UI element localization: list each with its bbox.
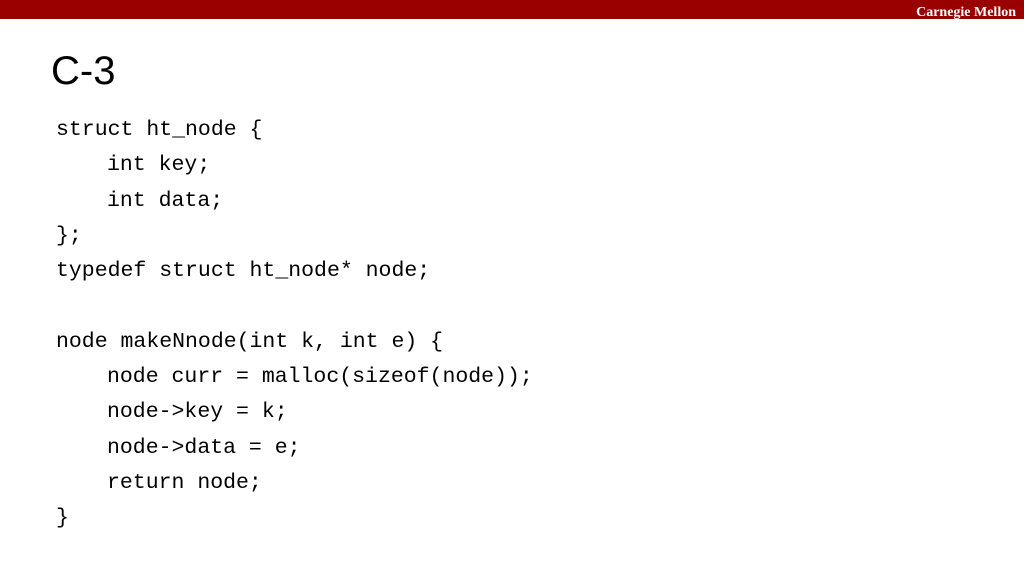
code-line: int key; bbox=[107, 153, 211, 178]
code-line: } bbox=[56, 506, 69, 531]
code-line: struct ht_node { bbox=[56, 118, 263, 142]
code-line: return node; bbox=[107, 470, 262, 495]
code-line: node makeNnode(int k, int e) { bbox=[56, 329, 444, 354]
code-line: int data; bbox=[107, 188, 224, 213]
code-line: node curr = malloc(sizeof(node)); bbox=[107, 365, 533, 390]
code-line: node->key = k; bbox=[107, 400, 288, 425]
code-line-blank bbox=[56, 289, 533, 324]
code-line: }; bbox=[56, 223, 82, 248]
code-block: struct ht_node { int key; int data; }; t… bbox=[56, 113, 533, 537]
slide-title: C-3 bbox=[51, 49, 116, 93]
code-line: node->data = e; bbox=[107, 435, 301, 460]
brand-label: Carnegie Mellon bbox=[916, 5, 1016, 20]
header-bar: Carnegie Mellon bbox=[0, 0, 1024, 20]
code-line: typedef struct ht_node* node; bbox=[56, 259, 431, 284]
